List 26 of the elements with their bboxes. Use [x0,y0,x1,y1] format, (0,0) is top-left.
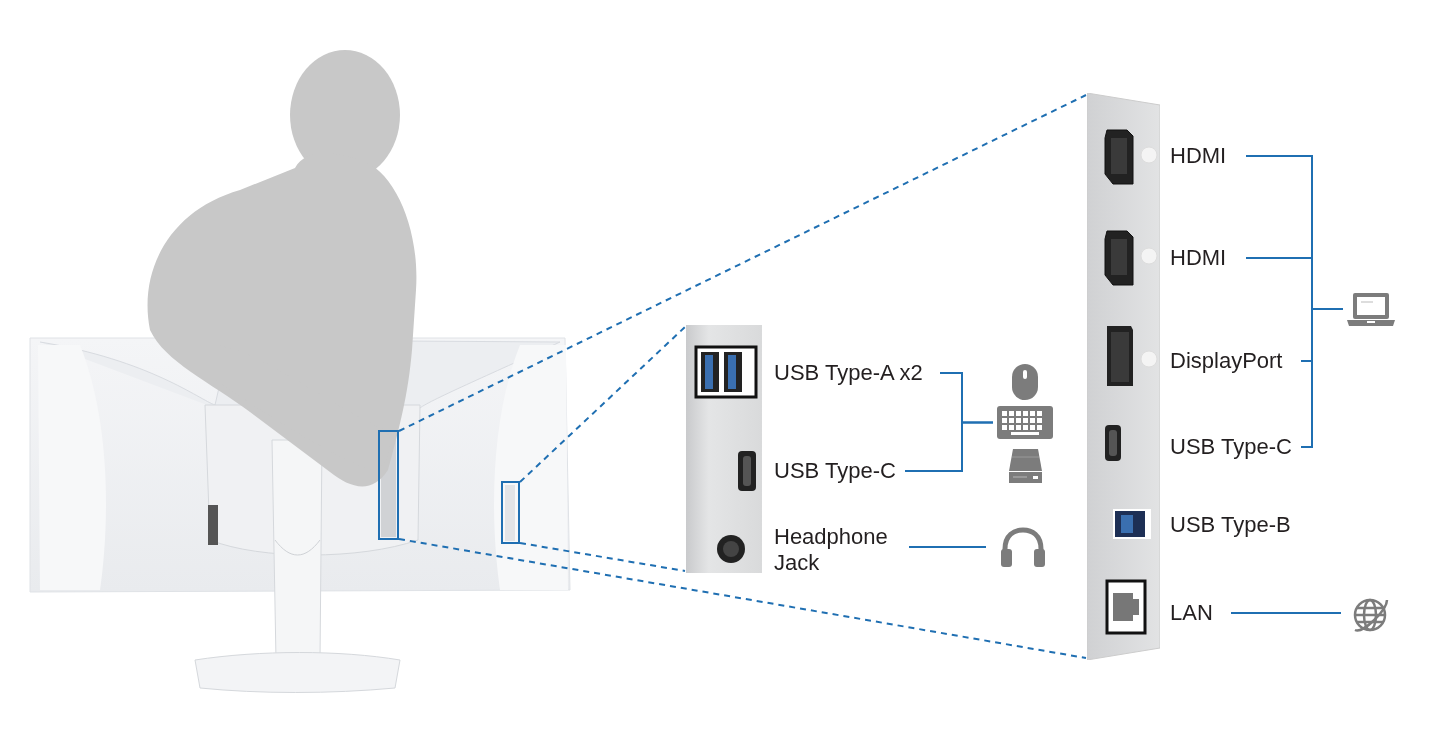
dashed-zoom-line [398,94,1087,432]
port-label: HDMI [1170,245,1240,271]
headphones-icon [1000,527,1046,567]
port-label: USB Type-A x2 [774,360,934,386]
dashed-zoom-line [398,538,1087,659]
mouse-icon [1012,364,1038,400]
connector-line [1300,308,1344,448]
port-panel-drawing [686,325,762,573]
port-panel-drawing [1087,93,1160,660]
laptop-icon [1347,292,1395,326]
highlight-frame [378,430,399,540]
connector-line [1230,612,1342,614]
keyboard-icon [997,406,1053,439]
dashed-zoom-line [519,326,686,483]
connector-line [904,421,994,472]
connector-line [908,546,987,548]
port-label: USB Type-C [774,458,899,484]
port-label: Headphone Jack [774,524,899,576]
port-label: DisplayPort [1170,348,1295,374]
port-label: HDMI [1170,143,1240,169]
highlight-frame [501,481,520,544]
port-label: LAN [1170,600,1225,626]
dashed-zoom-line [519,542,686,572]
port-label: USB Type-B [1170,512,1295,538]
drive-icon [1009,449,1042,483]
port-label: USB Type-C [1170,434,1295,460]
